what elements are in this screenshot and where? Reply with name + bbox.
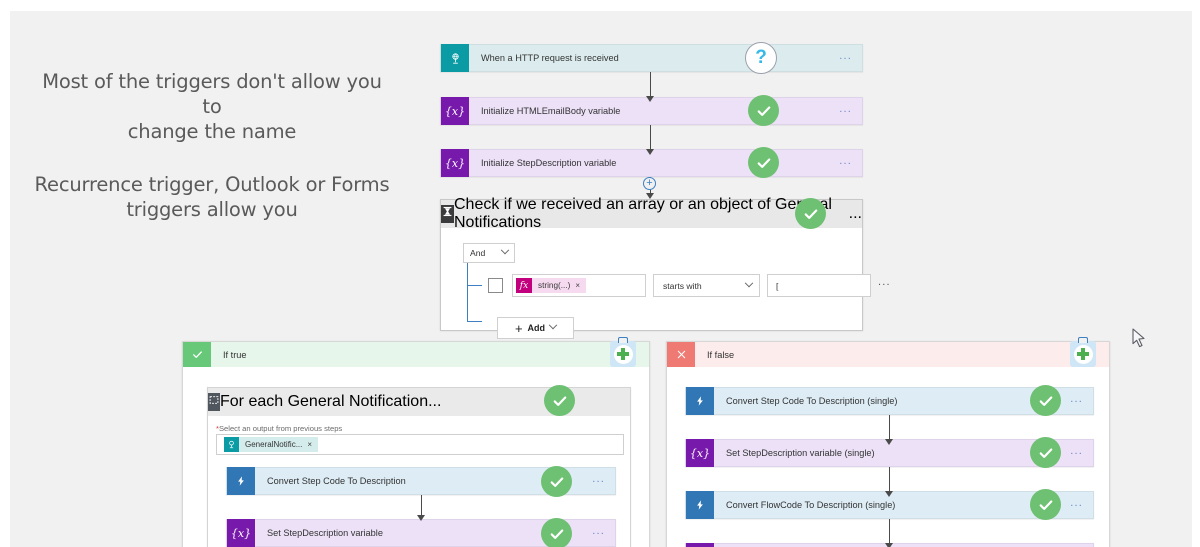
branch-if-true-header[interactable]: If true	[183, 342, 649, 367]
condition-menu-button[interactable]: ...	[848, 205, 862, 222]
checkmark-icon	[183, 342, 211, 367]
foreach-container[interactable]: For each General Notification ... *Selec…	[207, 387, 631, 547]
http-request-icon	[224, 437, 239, 452]
step-menu-button[interactable]: ...	[1070, 392, 1083, 405]
caption-para1-line1: Most of the triggers don't allow you to	[42, 70, 382, 118]
condition-title: Check if we received an array or an obje…	[454, 196, 832, 231]
foreach-field-label-text: Select an output from previous steps	[218, 424, 343, 433]
status-badge-success	[544, 385, 575, 416]
foreach-field-label: *Select an output from previous steps	[216, 424, 342, 433]
status-badge-success	[748, 95, 779, 126]
step-menu-button[interactable]: ...	[839, 102, 852, 115]
add-action-icon[interactable]	[1070, 336, 1096, 367]
fx-icon: fx	[516, 278, 532, 293]
condition-operator-select[interactable]: starts with	[653, 274, 760, 297]
variable-icon: {x}	[227, 519, 255, 547]
status-badge-success	[748, 147, 779, 178]
condition-card[interactable]: Check if we received an array or an obje…	[440, 196, 890, 339]
branch-if-true-label: If true	[223, 349, 247, 360]
caption-para2-line2: triggers allow you	[126, 198, 298, 221]
step-menu-button[interactable]: ...	[1070, 496, 1083, 509]
step-menu-button[interactable]: ...	[592, 472, 605, 485]
foreach-loop-icon	[208, 393, 220, 411]
chevron-down-icon	[548, 320, 558, 330]
status-badge-success	[541, 466, 572, 497]
step-menu-button[interactable]: ...	[592, 524, 605, 537]
mouse-cursor	[1132, 328, 1147, 353]
logic-operator-value: And	[470, 248, 486, 258]
condition-expression-field[interactable]: fx string(...) ×	[512, 274, 646, 297]
step-menu-button[interactable]: ...	[1070, 444, 1083, 457]
chevron-down-icon	[500, 245, 510, 255]
condition-operator-value: starts with	[663, 280, 702, 291]
close-icon[interactable]: ×	[307, 440, 313, 449]
foreach-title: For each General Notification	[220, 393, 429, 410]
flow-step-title: Set StepDescription variable (single)	[726, 448, 875, 458]
status-badge-question: ?	[745, 42, 777, 74]
flow-step-title: Convert Step Code To Description (single…	[726, 396, 898, 406]
flow-step-title: When a HTTP request is received	[481, 53, 619, 63]
status-badge-success	[541, 518, 572, 547]
insert-step-button[interactable]: +	[643, 177, 656, 190]
variable-icon: {x}	[686, 439, 714, 467]
step-menu-button[interactable]: ...	[839, 154, 852, 167]
condition-body: And fx string(...) × starts with [	[441, 228, 890, 339]
branch-if-false-header[interactable]: If false	[667, 342, 1109, 367]
flow-step-title: Convert FlowCode To Description (single)	[726, 500, 896, 510]
flow-step-http-trigger[interactable]: When a HTTP request is received ...	[440, 44, 863, 72]
flow-step-title: Initialize StepDescription variable	[481, 158, 617, 168]
flow-icon	[227, 467, 255, 495]
status-badge-success	[1030, 385, 1061, 416]
flow-step-title: Convert Step Code To Description	[267, 476, 406, 486]
flow-designer-canvas: Most of the triggers don't allow you to …	[10, 11, 1192, 547]
caption-para2-line1: Recurrence trigger, Outlook or Forms	[34, 173, 390, 196]
chevron-down-icon	[744, 278, 754, 287]
branch-if-true: If true For each General Notification ..…	[182, 341, 650, 547]
condition-tree-lines	[467, 263, 485, 322]
condition-row-checkbox[interactable]	[488, 278, 503, 293]
flow-icon	[686, 491, 714, 519]
flow-step-convert-step-code-single[interactable]: Convert Step Code To Description (single…	[685, 387, 1094, 415]
flow-step-title: Initialize HTMLEmailBody variable	[481, 106, 621, 116]
close-icon	[667, 342, 695, 367]
status-badge-success	[1030, 489, 1061, 520]
condition-card-header[interactable]: Check if we received an array or an obje…	[441, 196, 862, 231]
caption-para1-line2: change the name	[127, 120, 297, 143]
expression-token[interactable]: fx string(...) ×	[516, 278, 586, 293]
foreach-output-input[interactable]: GeneralNotific... ×	[216, 434, 624, 455]
foreach-menu-button[interactable]: ...	[428, 393, 442, 410]
http-request-icon	[441, 44, 469, 72]
step-menu-button[interactable]: ...	[839, 49, 852, 62]
caption-text-block: Most of the triggers don't allow you to …	[32, 69, 392, 222]
logic-operator-select[interactable]: And	[463, 243, 515, 263]
status-badge-success	[1030, 437, 1061, 468]
required-marker: *	[216, 424, 219, 433]
condition-icon	[441, 205, 454, 223]
branch-if-false: If false Convert Step Code To Descriptio…	[666, 341, 1110, 547]
expression-token-label: string(...)	[538, 281, 571, 290]
add-condition-label: Add	[527, 323, 546, 333]
close-icon[interactable]: ×	[575, 281, 580, 290]
flow-icon	[686, 387, 714, 415]
condition-row-menu-button[interactable]: ...	[878, 276, 891, 288]
variable-icon: {x}	[441, 149, 469, 177]
plus-icon: +	[514, 320, 523, 336]
add-condition-button[interactable]: + Add	[497, 317, 574, 339]
status-badge-success	[795, 198, 826, 229]
add-action-icon[interactable]	[610, 336, 636, 367]
flow-step-title: Set StepDescription variable	[267, 528, 383, 538]
dynamic-content-token[interactable]: GeneralNotific... ×	[224, 437, 319, 452]
variable-icon: {x}	[441, 97, 469, 125]
variable-icon	[686, 543, 714, 547]
token-label: GeneralNotific...	[245, 440, 303, 449]
condition-value-text: [	[776, 280, 779, 291]
branch-if-false-label: If false	[707, 349, 735, 360]
condition-value-input[interactable]: [	[767, 274, 871, 297]
